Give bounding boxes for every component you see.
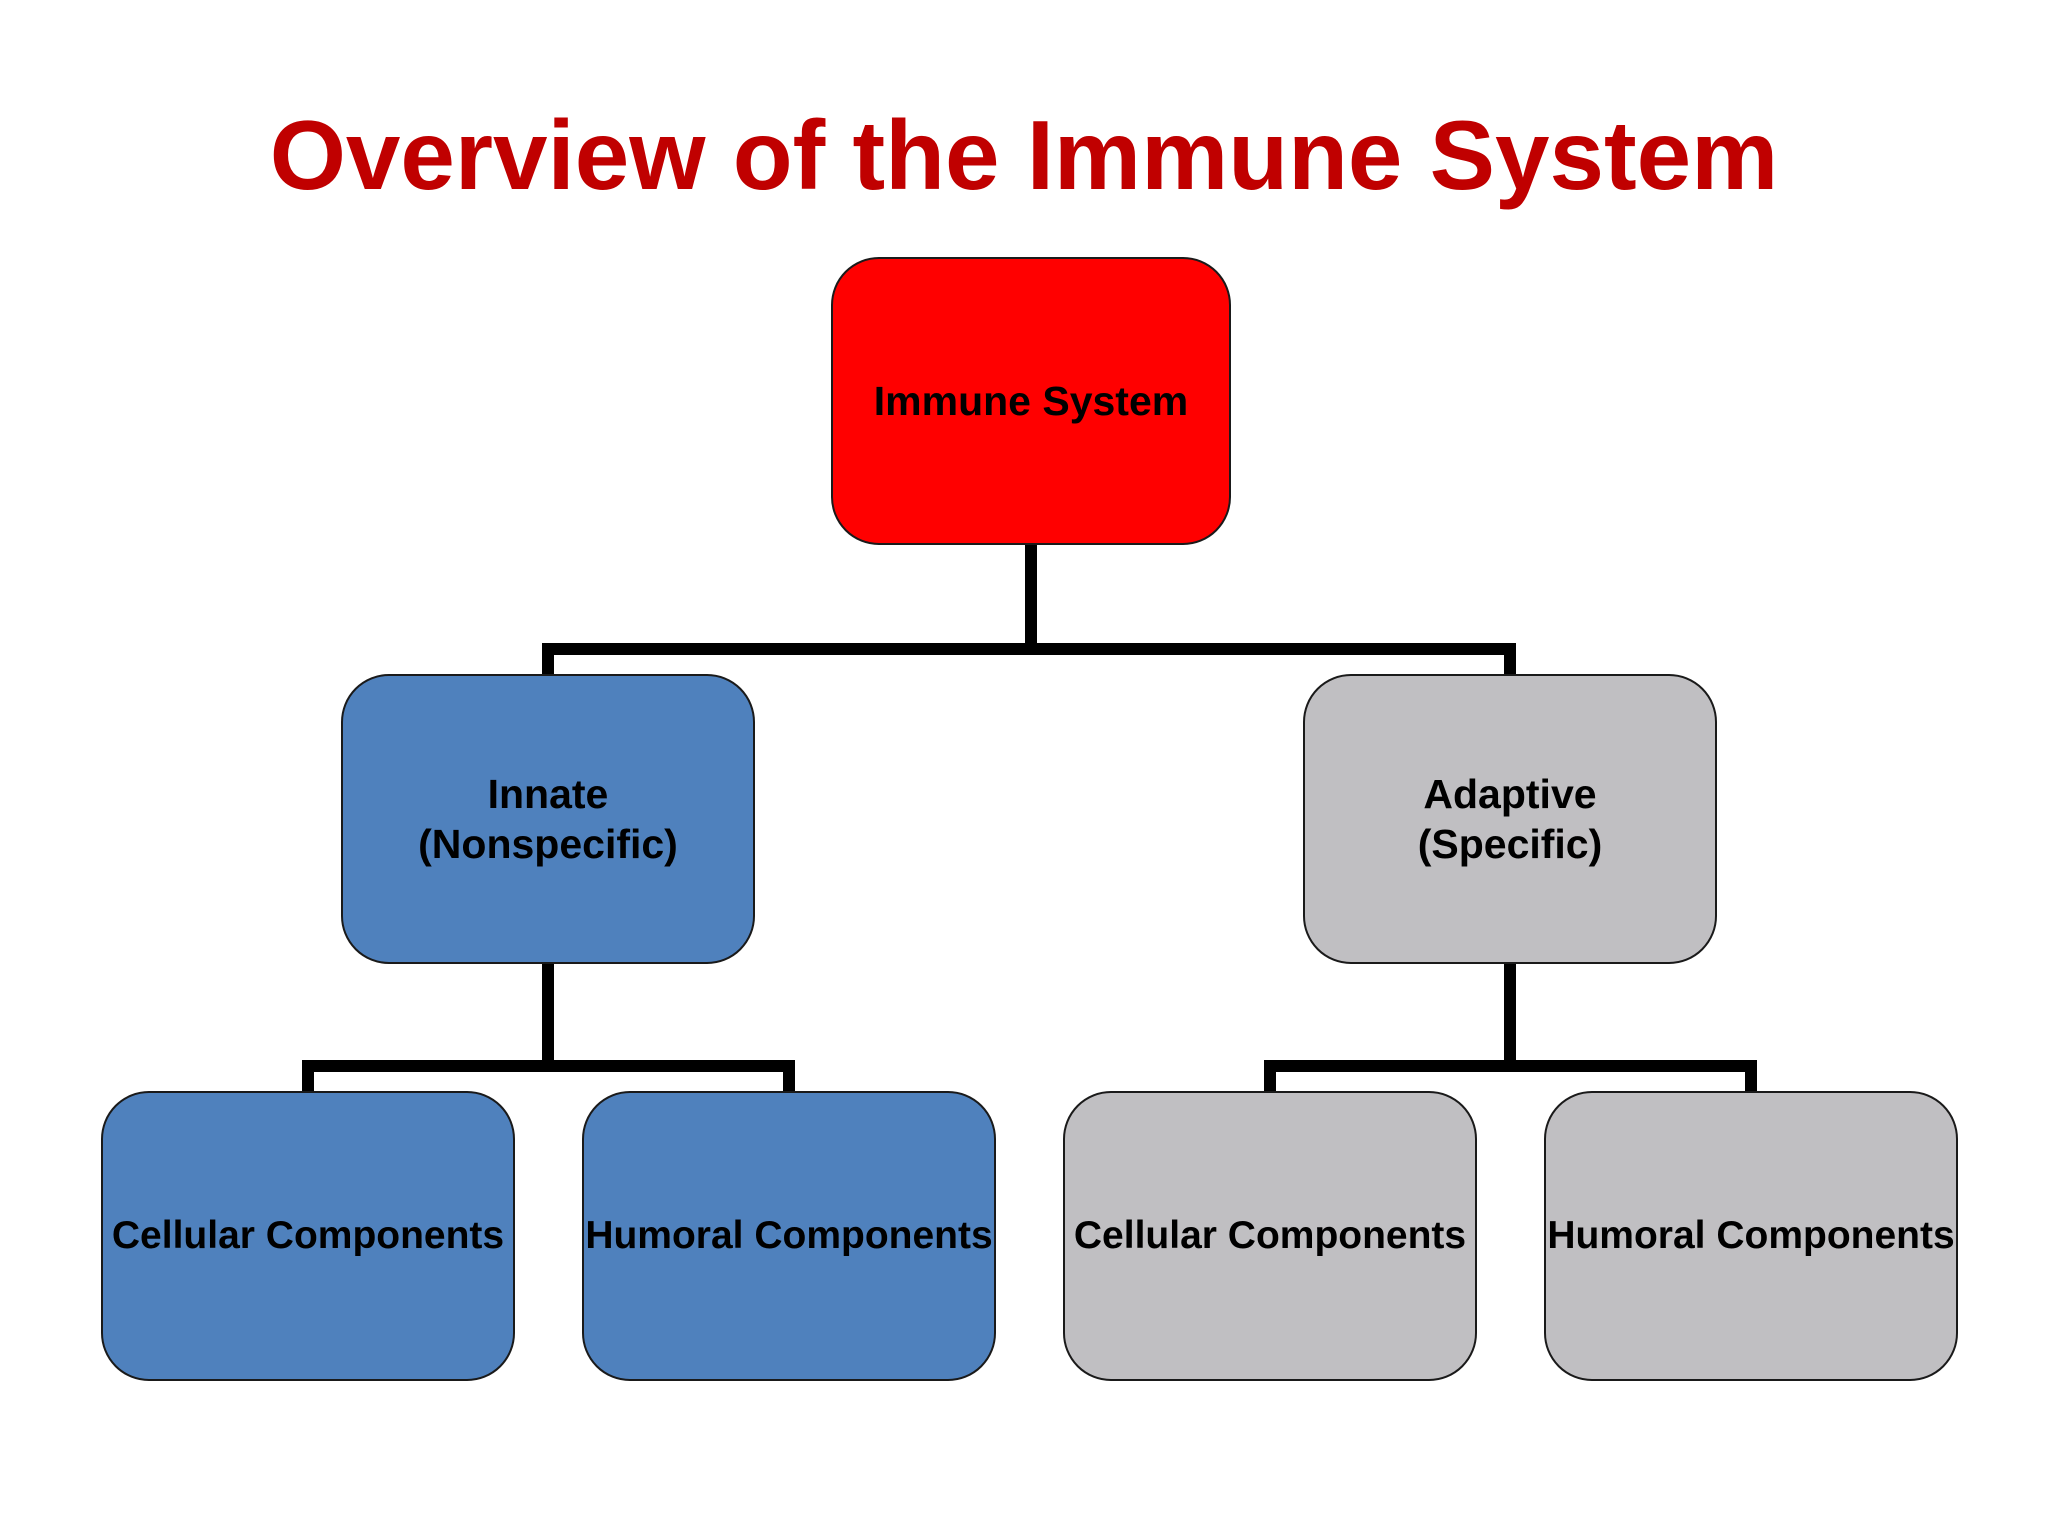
- node-adaptive-cellular: Cellular Components: [1063, 1091, 1477, 1381]
- node-adaptive-cellular-label: Cellular Components: [1073, 1214, 1467, 1257]
- node-adaptive-humoral: Humoral Components: [1544, 1091, 1958, 1381]
- node-innate-cellular: Cellular Components: [101, 1091, 515, 1381]
- node-adaptive-humoral-label: Humoral Components: [1547, 1214, 1955, 1257]
- node-innate-cellular-label: Cellular Components: [111, 1214, 505, 1257]
- node-adaptive: Adaptive (Specific): [1303, 674, 1717, 964]
- node-adaptive-label: Adaptive (Specific): [1417, 771, 1603, 867]
- node-immune-system: Immune System: [831, 257, 1231, 545]
- node-innate: Innate (Nonspecific): [341, 674, 755, 964]
- node-innate-humoral: Humoral Components: [582, 1091, 996, 1381]
- node-innate-label: Innate (Nonspecific): [418, 771, 678, 867]
- slide-title: Overview of the Immune System: [269, 100, 1779, 210]
- connector-adaptive-to-leaves: [1264, 958, 1757, 1097]
- connector-root-to-level2: [542, 539, 1516, 680]
- node-innate-humoral-label: Humoral Components: [585, 1214, 993, 1257]
- node-immune-system-label: Immune System: [873, 378, 1189, 424]
- connector-innate-to-leaves: [302, 958, 795, 1097]
